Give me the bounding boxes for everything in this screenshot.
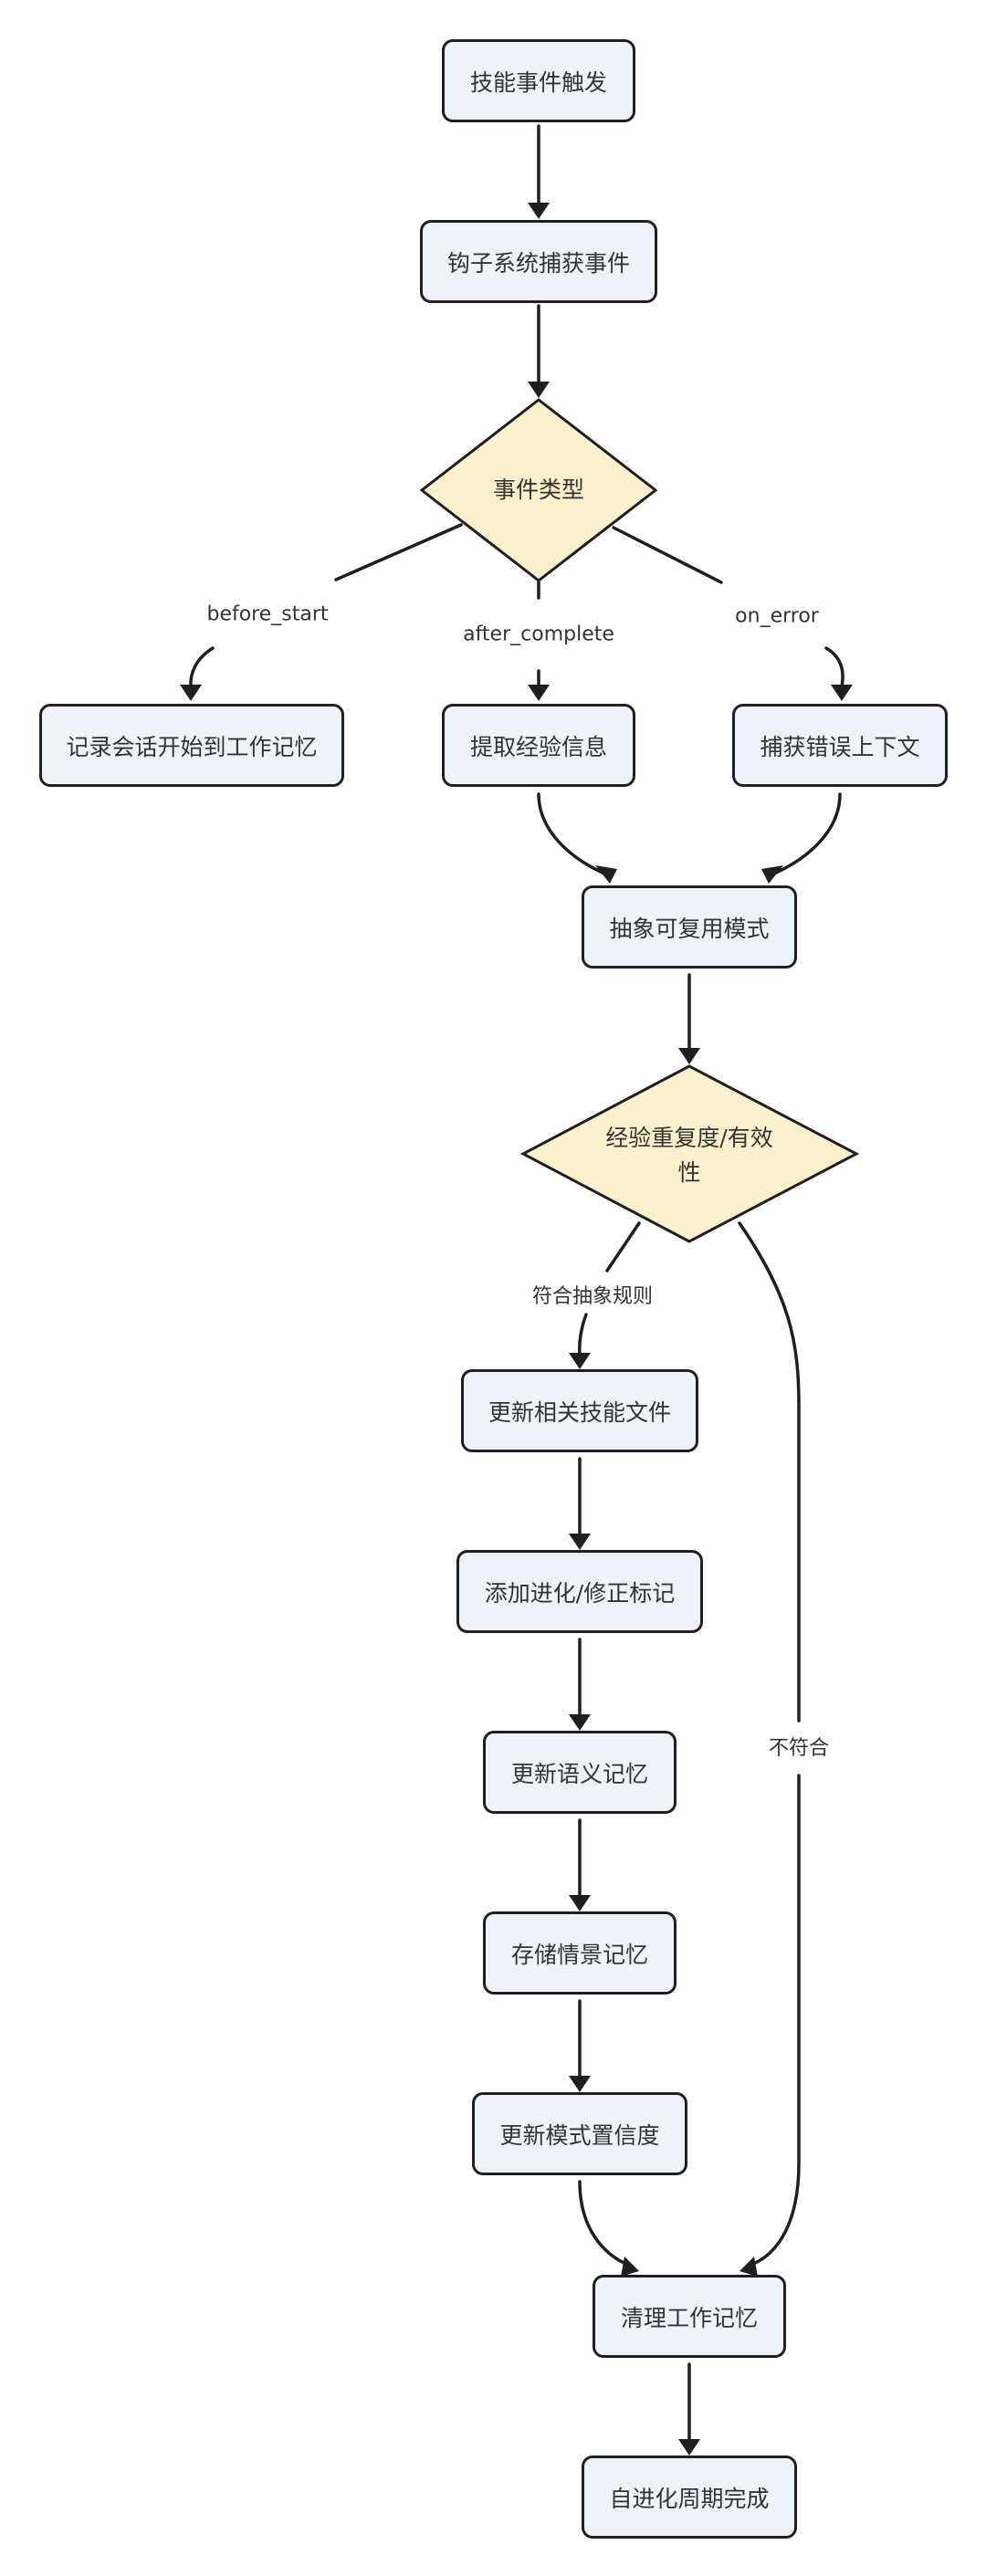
node-capture: 钩子系统捕获事件 xyxy=(420,220,657,303)
node-trigger: 技能事件触发 xyxy=(442,39,635,122)
node-update-semantic: 更新语义记忆 xyxy=(483,1731,677,1814)
arrowhead-abstract-left xyxy=(595,865,617,884)
node-add-marker: 添加进化/修正标记 xyxy=(456,1550,703,1633)
edge-extract-abstract xyxy=(537,792,604,874)
node-extract-experience-label: 提取经验信息 xyxy=(469,733,607,760)
node-update-semantic-label: 更新语义记忆 xyxy=(510,1760,648,1787)
node-cleanup-label: 清理工作记忆 xyxy=(620,2304,758,2331)
edge-label-not-meet: 不符合 xyxy=(766,1732,832,1761)
node-capture-error: 捕获错误上下文 xyxy=(732,704,948,787)
arrowhead-capture-error xyxy=(831,685,853,701)
node-abstract-pattern-label: 抽象可复用模式 xyxy=(609,915,770,942)
edge-label-on-error: on_error xyxy=(733,604,821,628)
node-extract-experience: 提取经验信息 xyxy=(442,704,635,787)
decision-event-type-shape xyxy=(419,398,658,582)
arrowhead-confidence xyxy=(569,2076,591,2092)
edge-before-start-tail xyxy=(189,646,215,688)
decision-experience-check-line2: 性 xyxy=(677,1159,701,1186)
arrowhead-cleanup-left xyxy=(621,2257,639,2277)
edge-label-meets-rule: 符合抽象规则 xyxy=(530,1280,656,1309)
edge-meets-rule-tail xyxy=(578,1313,588,1356)
node-cleanup: 清理工作记忆 xyxy=(593,2275,786,2358)
edge-meets-rule xyxy=(605,1221,641,1272)
arrowhead-abstract-right xyxy=(761,865,783,884)
node-trigger-label: 技能事件触发 xyxy=(469,68,607,96)
node-record-session: 记录会话开始到工作记忆 xyxy=(39,704,344,787)
node-complete: 自进化周期完成 xyxy=(582,2456,797,2539)
node-capture-error-label: 捕获错误上下文 xyxy=(760,733,920,760)
edge-before-start xyxy=(334,523,463,581)
node-update-skill-label: 更新相关技能文件 xyxy=(488,1398,671,1426)
decision-experience-check-line1: 经验重复度/有效 xyxy=(605,1125,773,1151)
node-store-episodic: 存储情景记忆 xyxy=(483,1911,677,1995)
arrowhead-update-skill xyxy=(569,1353,591,1369)
arrowhead-semantic xyxy=(569,1714,591,1731)
node-record-session-label: 记录会话开始到工作记忆 xyxy=(66,733,318,760)
edge-error-abstract xyxy=(774,792,842,874)
decision-experience-check-shape xyxy=(519,1064,860,1243)
edge-on-error-tail xyxy=(824,646,844,688)
arrowhead-cleanup-right xyxy=(740,2257,758,2277)
arrowhead-capture xyxy=(528,203,550,219)
node-update-confidence: 更新模式置信度 xyxy=(472,2092,687,2175)
arrowhead-marker xyxy=(569,1534,591,1550)
edge-label-after-complete: after_complete xyxy=(461,623,616,646)
edge-not-meet-tail xyxy=(747,1774,801,2267)
arrowhead-record xyxy=(180,685,202,701)
arrowhead-episodic xyxy=(569,1895,591,1911)
arrowhead-complete xyxy=(678,2439,700,2456)
node-update-confidence-label: 更新模式置信度 xyxy=(499,2121,660,2149)
edge-label-before-start: before_start xyxy=(205,602,330,626)
node-store-episodic-label: 存储情景记忆 xyxy=(510,1941,648,1968)
node-abstract-pattern: 抽象可复用模式 xyxy=(582,885,797,969)
decision-event-type-label: 事件类型 xyxy=(492,476,584,503)
edge-not-meet xyxy=(738,1221,801,1723)
edge-confidence-cleanup xyxy=(578,2180,632,2267)
edge-on-error xyxy=(612,526,723,584)
node-add-marker-label: 添加进化/修正标记 xyxy=(484,1579,676,1607)
node-complete-label: 自进化周期完成 xyxy=(609,2485,770,2512)
decision-experience-check: 经验重复度/有效 性 xyxy=(566,1119,813,1192)
arrowhead-extract xyxy=(528,685,550,701)
arrowhead-eventtype xyxy=(528,382,550,398)
node-update-skill: 更新相关技能文件 xyxy=(461,1369,698,1452)
arrowhead-check xyxy=(678,1048,700,1064)
decision-event-type: 事件类型 xyxy=(447,456,630,524)
node-capture-label: 钩子系统捕获事件 xyxy=(446,249,630,277)
